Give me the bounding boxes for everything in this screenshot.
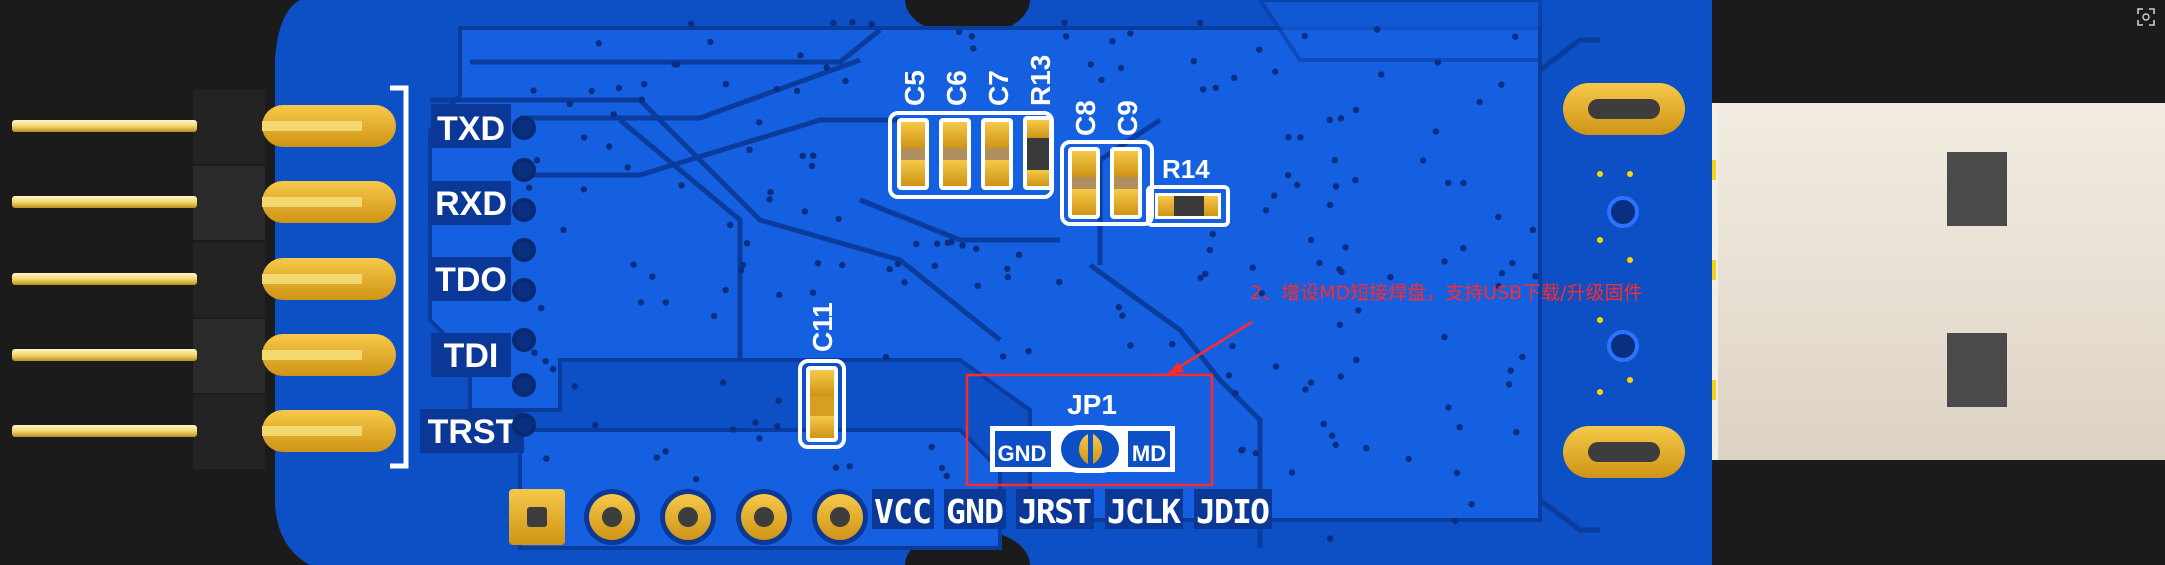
- header-pin-lead: [262, 426, 362, 436]
- header-pin-housing: [193, 166, 265, 240]
- jumper-pad-md-label: MD: [1132, 441, 1166, 466]
- cap-c9: [1110, 147, 1142, 219]
- designator-c11: C11: [807, 302, 838, 352]
- jumper-pad-gnd-label: GND: [998, 441, 1047, 466]
- annotation-text: 2、增设MD短接焊盘，支持USB下载/升级固件: [1250, 282, 1643, 304]
- label-vcc: VCC: [874, 492, 932, 531]
- header-pin-housing: [193, 90, 265, 164]
- res-r13: [1023, 116, 1053, 190]
- usb-a-connector: [1712, 103, 2165, 460]
- header-labels: TXD RXD TDO TDI TRST: [420, 104, 524, 453]
- label-jclk: JCLK: [1107, 492, 1181, 531]
- designator-c7: C7: [983, 70, 1014, 106]
- bottom-pad-square: [509, 489, 565, 545]
- label-txd: TXD: [437, 110, 505, 148]
- label-rxd: RXD: [435, 185, 507, 223]
- designator-c6: C6: [941, 70, 972, 106]
- bottom-tht-pads: [509, 489, 868, 545]
- smd-cap-array: [888, 111, 1230, 227]
- bottom-pad-round: [736, 489, 792, 545]
- label-jrst: JRST: [1018, 492, 1092, 531]
- header-side-vias: [512, 116, 536, 437]
- component-designators: C5 C6 C7 R13 C8 C9 R14 C11: [807, 55, 1210, 352]
- cap-c11: [798, 359, 846, 449]
- header-pin-lead: [262, 197, 362, 207]
- label-trst: TRST: [428, 413, 517, 451]
- designator-r13: R13: [1025, 55, 1056, 106]
- header-pin-lead: [262, 121, 362, 131]
- res-r14: [1146, 185, 1230, 227]
- bottom-pad-round: [812, 489, 868, 545]
- bottom-pad-round: [584, 489, 640, 545]
- bottom-pad-round: [660, 489, 716, 545]
- cap-c6: [939, 118, 971, 190]
- pin-header-5pin: [12, 88, 396, 469]
- label-tdo: TDO: [435, 261, 507, 299]
- label-gnd: GND: [946, 492, 1004, 531]
- label-tdi: TDI: [444, 337, 499, 375]
- via-field: [522, 19, 1539, 542]
- cap-c7: [981, 118, 1013, 190]
- header-pin: [12, 273, 197, 285]
- jumper-designator: JP1: [1067, 389, 1117, 420]
- header-pin: [12, 120, 197, 132]
- header-pin-housing: [193, 319, 265, 393]
- designator-c9: C9: [1112, 100, 1143, 136]
- fullscreen-icon: [2137, 8, 2155, 26]
- header-pin-housing: [193, 395, 265, 469]
- cap-c5: [897, 118, 929, 190]
- header-pin: [12, 425, 197, 437]
- header-pin-housing: [193, 243, 265, 317]
- header-pin: [12, 349, 197, 361]
- cap-c8: [1068, 147, 1100, 219]
- header-pin-lead: [262, 274, 362, 284]
- header-pin: [12, 196, 197, 208]
- designator-c5: C5: [899, 70, 930, 106]
- annotation-callout: 2、增设MD短接焊盘，支持USB下载/升级固件: [965, 282, 1643, 487]
- designator-r14: R14: [1162, 154, 1210, 184]
- jumper-jp1: JP1 GND MD: [990, 389, 1175, 473]
- usb-shield-pads: [1563, 83, 1685, 478]
- header-pin-lead: [262, 350, 362, 360]
- fullscreen-button[interactable]: [2136, 7, 2156, 27]
- traces: [430, 28, 1600, 548]
- label-jdio: JDIO: [1196, 492, 1270, 531]
- bottom-labels: VCC GND JRST JCLK JDIO: [872, 489, 1272, 531]
- header-silk-bracket: [390, 85, 409, 469]
- designator-c8: C8: [1070, 100, 1101, 136]
